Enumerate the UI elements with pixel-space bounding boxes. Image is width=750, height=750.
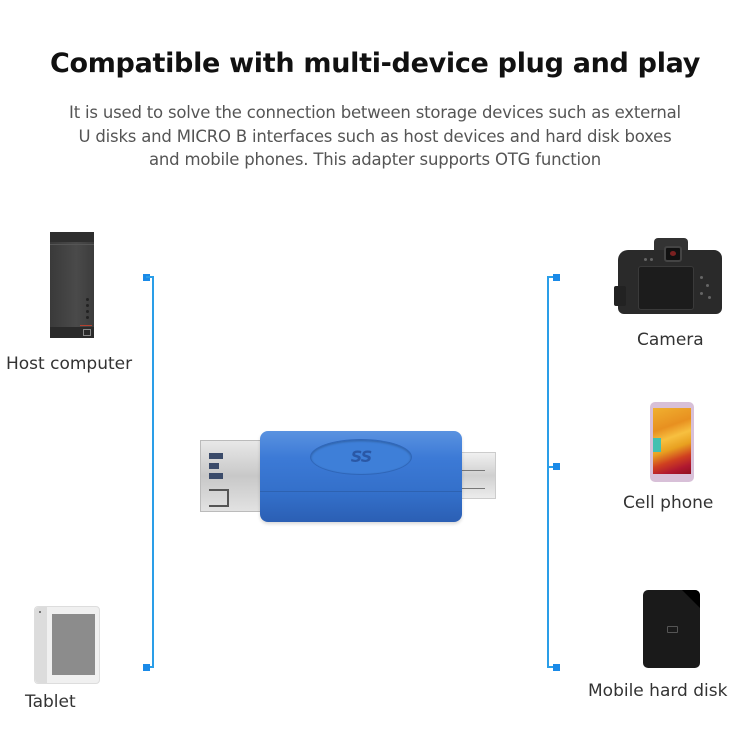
connector-line	[547, 276, 556, 278]
description-line: It is used to solve the connection betwe…	[69, 103, 681, 122]
connector-line	[152, 276, 154, 668]
connector-line	[146, 276, 154, 278]
device-label: Camera	[637, 330, 704, 350]
phone-icon	[650, 402, 694, 482]
connector-node	[553, 463, 560, 470]
connector-line	[547, 276, 549, 668]
desktop-tower-icon	[50, 232, 94, 338]
tablet-icon	[34, 606, 100, 684]
device-label: Mobile hard disk	[588, 681, 728, 701]
connector-node	[143, 664, 150, 671]
device-label: Host computer	[6, 354, 133, 374]
connector-line	[547, 466, 556, 468]
page-title: Compatible with multi-device plug and pl…	[49, 48, 701, 79]
device-label: Tablet	[25, 692, 76, 712]
adapter-body: SS	[260, 431, 462, 522]
description: It is used to solve the connection betwe…	[20, 101, 730, 172]
connector-line	[547, 666, 556, 668]
description-line: U disks and MICRO B interfaces such as h…	[78, 126, 672, 146]
camera-icon	[614, 236, 724, 316]
device-label: Cell phone	[623, 493, 714, 513]
description-line: and mobile phones. This adapter supports…	[148, 150, 602, 169]
superspeed-logo-icon: SS	[310, 439, 412, 475]
connector-node	[553, 274, 560, 281]
connector-line	[146, 666, 154, 668]
hard-disk-icon	[643, 590, 700, 668]
connector-node	[553, 664, 560, 671]
